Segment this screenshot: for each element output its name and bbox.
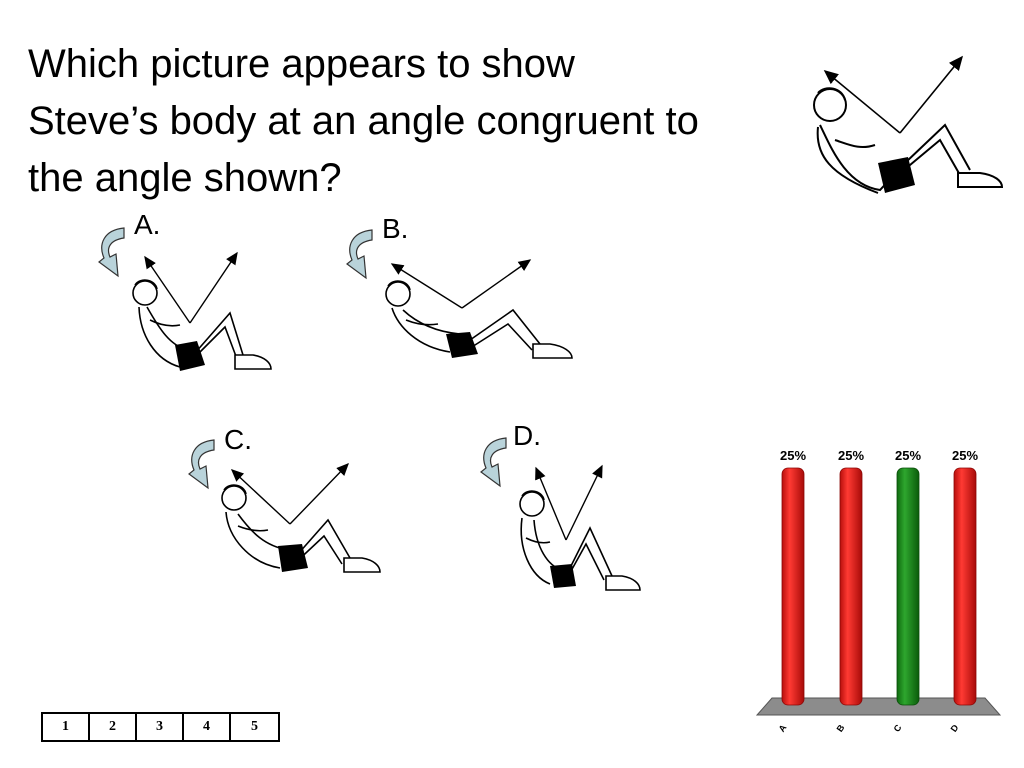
question-text: Which picture appears to show Steve’s bo… [28, 36, 808, 207]
page-1-button[interactable]: 1 [43, 714, 90, 740]
rotate-arrow-icon [188, 439, 215, 490]
data-label-c: 25% [895, 448, 921, 463]
option-b-label: B. [382, 213, 409, 244]
response-bar-chart: 25% 25% 25% 25% A B C D [755, 448, 1002, 734]
option-d-label: D. [513, 420, 541, 451]
data-label-b: 25% [838, 448, 864, 463]
category-label-c: C [892, 722, 904, 733]
bar-c [896, 467, 920, 706]
bar-d [953, 467, 977, 706]
option-b-situp-figure [385, 259, 573, 359]
rotate-arrow-icon [480, 437, 507, 488]
category-label-a: A [777, 722, 789, 733]
reference-situp-figure [813, 55, 1004, 194]
data-label-d: 25% [952, 448, 978, 463]
bar-b [839, 467, 863, 706]
question-line-3: the angle shown? [28, 156, 342, 200]
page-4-button[interactable]: 4 [184, 714, 231, 740]
question-line-1: Which picture appears to show [28, 42, 575, 86]
category-label-b: B [835, 722, 847, 733]
rotate-arrow-icon [98, 227, 125, 278]
bar-a [781, 467, 805, 706]
option-d-situp-figure [519, 464, 641, 591]
option-a-label: A. [134, 209, 161, 240]
page-3-button[interactable]: 3 [137, 714, 184, 740]
option-a-situp-figure [132, 251, 272, 371]
page-5-button[interactable]: 5 [251, 719, 258, 734]
category-label-d: D [949, 722, 961, 733]
data-label-a: 25% [780, 448, 806, 463]
page-navigator: 1 2 3 4 5 [41, 712, 280, 742]
option-c-label: C. [224, 424, 252, 455]
option-c-situp-figure [221, 462, 381, 573]
question-line-2: Steve’s body at an angle congruent to [28, 99, 699, 143]
rotate-arrow-icon [346, 229, 373, 280]
chart-platform [755, 697, 1002, 716]
page-2-button[interactable]: 2 [90, 714, 137, 740]
